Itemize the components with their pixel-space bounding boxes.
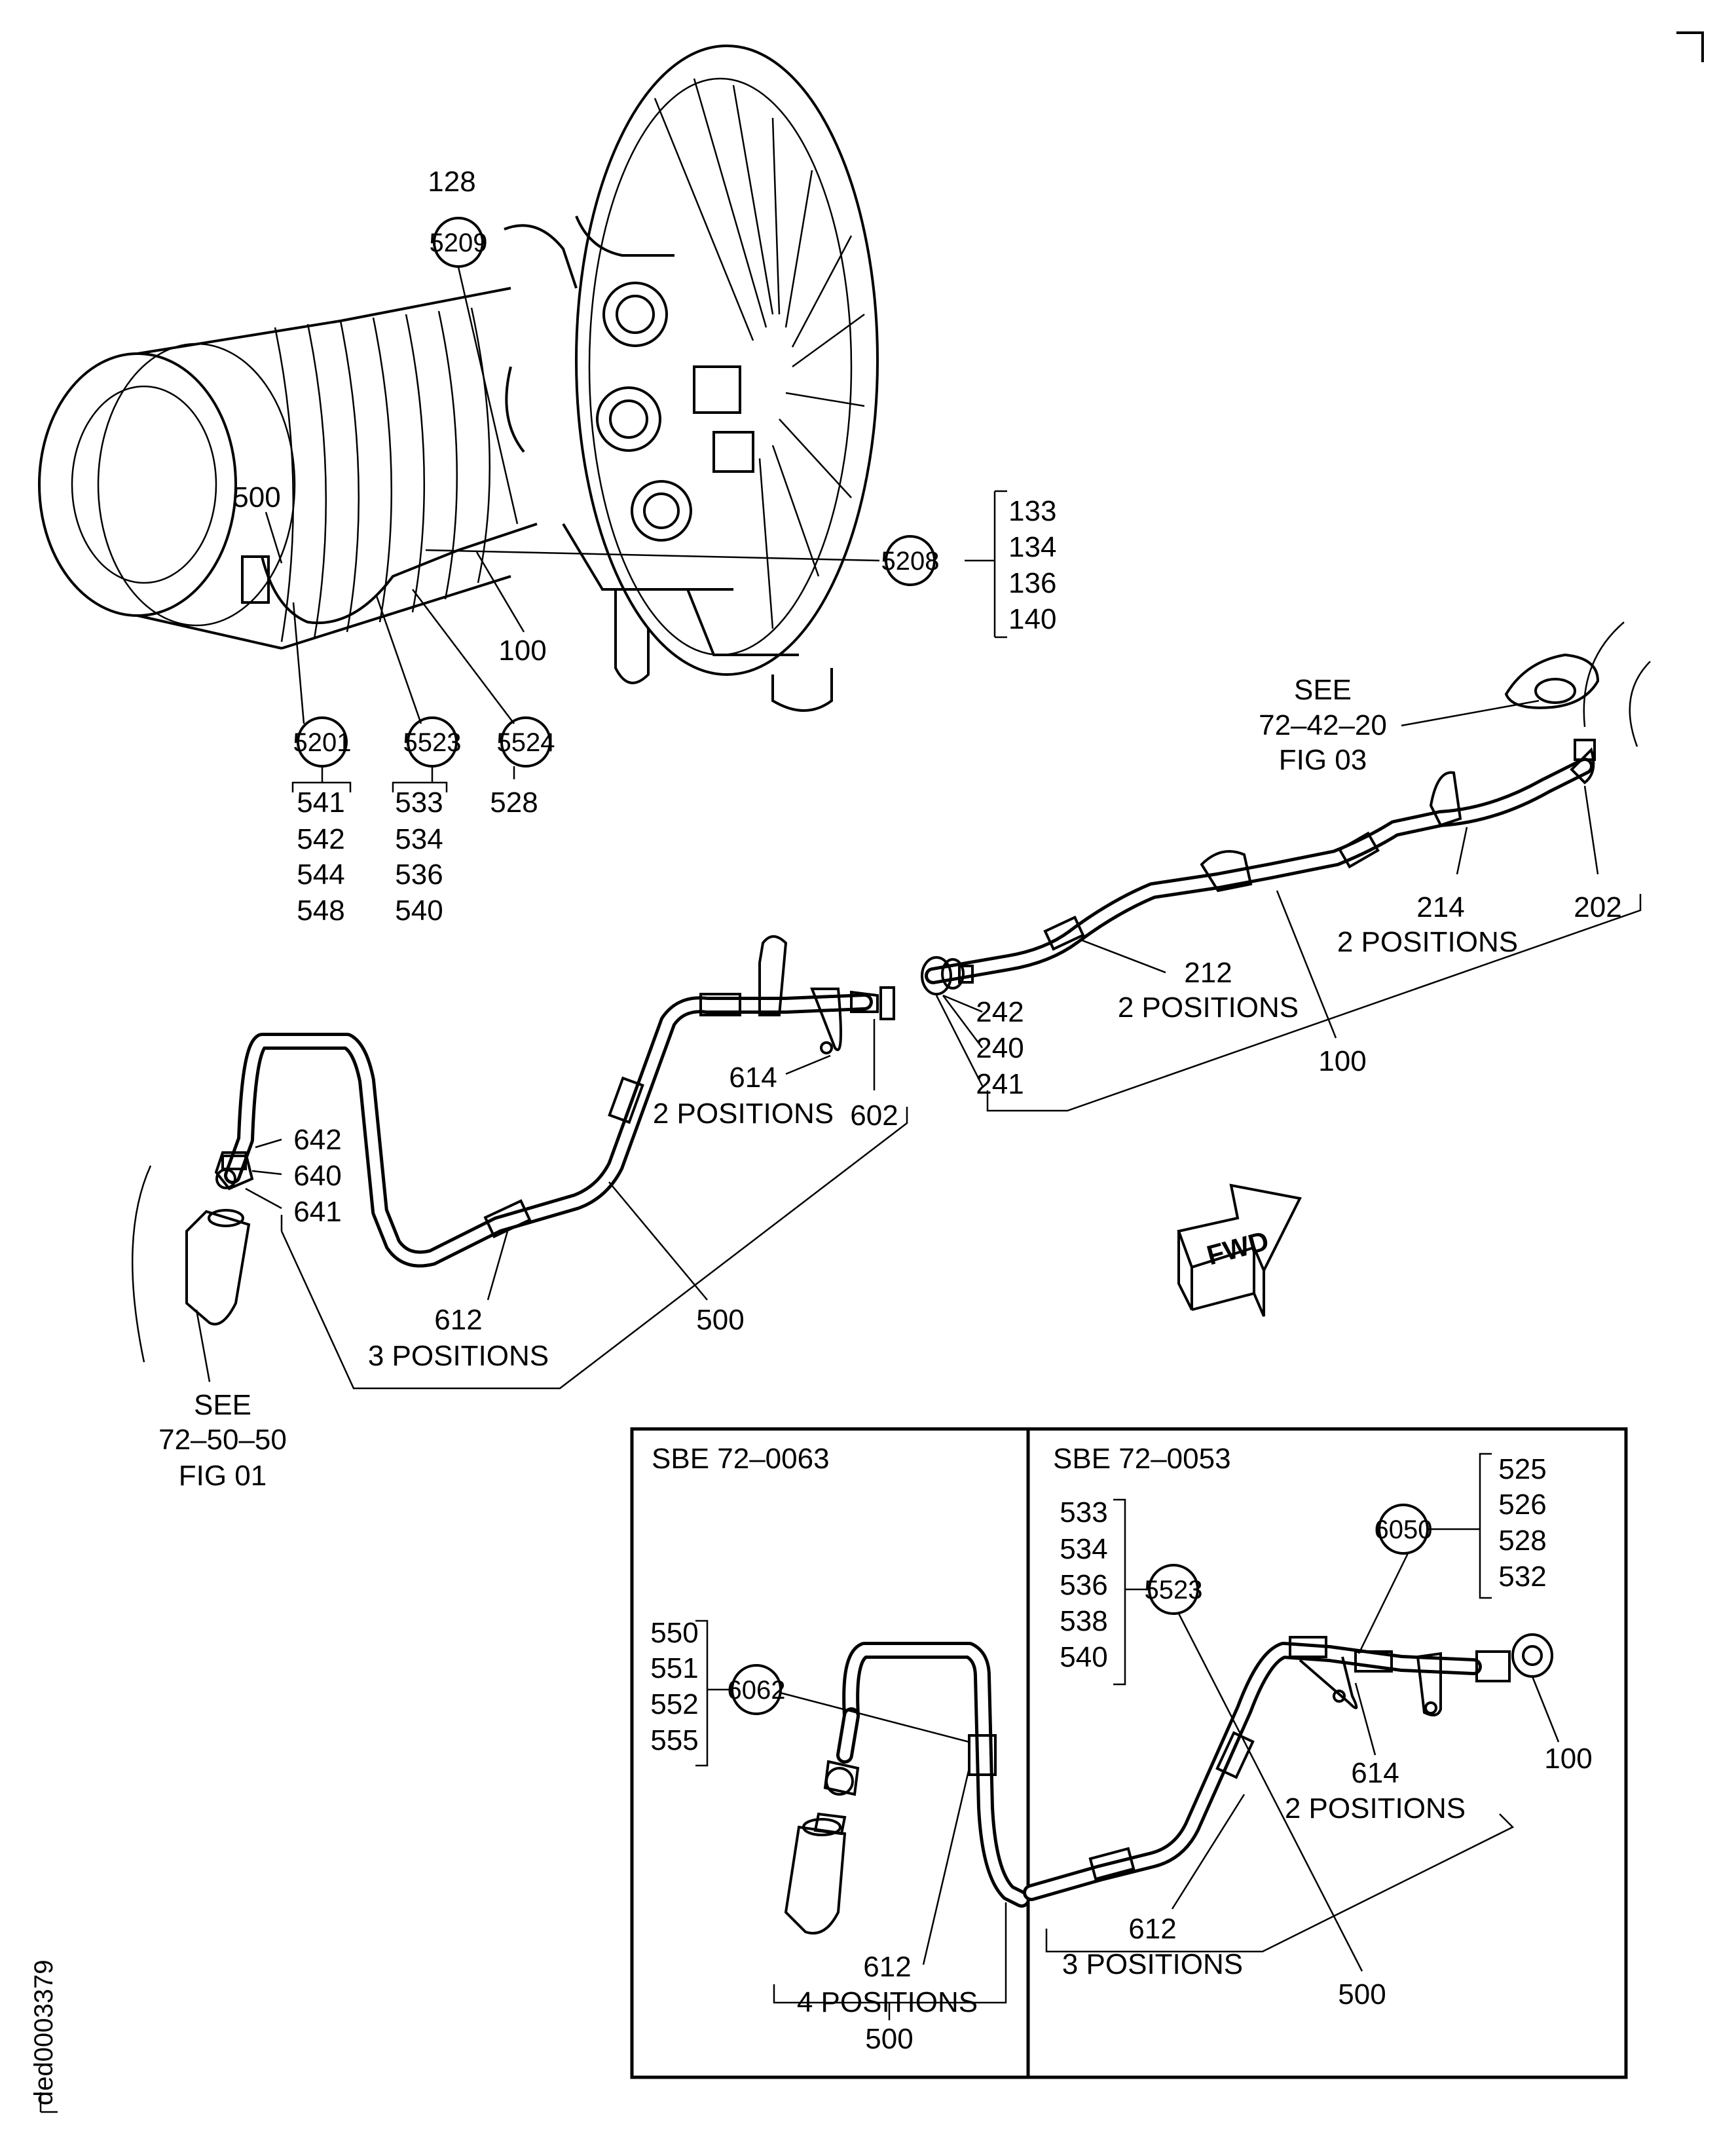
inset-right-callout-100: 100	[1544, 1743, 1592, 1775]
see-lower-line2: 72–50–50	[158, 1424, 287, 1456]
inset-left-drawing	[784, 1642, 1030, 1935]
inset-right-ref-538: 538	[1060, 1605, 1107, 1637]
inset-right-612-positions: 3 POSITIONS	[1062, 1948, 1243, 1980]
inset-left-ref-550: 550	[650, 1617, 698, 1649]
inset-left-leaders	[695, 1620, 1007, 2020]
engine-ref-136: 136	[1008, 567, 1056, 599]
inset-right-ref-533: 533	[1060, 1496, 1107, 1528]
inset-left-callout-612: 612	[863, 1951, 911, 1983]
tube-lower-612-positions: 3 POSITIONS	[368, 1340, 549, 1372]
engine-callout-500: 500	[232, 481, 280, 513]
engine-ref-548: 548	[297, 895, 344, 927]
inset-right-614-positions: 2 POSITIONS	[1285, 1792, 1466, 1824]
engine-callout-5208: 5208	[881, 547, 940, 576]
inset-left-callout-500: 500	[865, 2023, 913, 2055]
engine-callout-5201: 5201	[293, 728, 352, 757]
engine-ref-534: 534	[395, 823, 443, 855]
see-upper-line2: 72–42–20	[1259, 709, 1387, 741]
engine-ref-140: 140	[1008, 603, 1056, 635]
tube-upper-callout-214: 214	[1416, 891, 1464, 923]
inset-right-ref-528: 528	[1498, 1525, 1546, 1557]
engine-callout-100: 100	[498, 635, 546, 667]
engine-brackets	[291, 766, 515, 792]
inset-left-title: SBE 72–0063	[652, 1443, 830, 1475]
tube-upper-212-positions: 2 POSITIONS	[1118, 991, 1299, 1024]
corner-mark	[1676, 31, 1704, 62]
tube-upper-callout-240: 240	[976, 1032, 1024, 1064]
engine-ref-134: 134	[1008, 531, 1056, 563]
tube-upper-callout-242: 242	[976, 996, 1024, 1028]
inset-left-ref-555: 555	[650, 1724, 698, 1756]
inset-right-callout-614: 614	[1351, 1757, 1399, 1789]
inset-right-callout-6050: 6050	[1375, 1515, 1433, 1544]
tube-500	[214, 935, 895, 1268]
engine-leaders	[265, 267, 1007, 724]
tube-lower-callout-500: 500	[696, 1304, 744, 1336]
inset-right-ref-532: 532	[1498, 1561, 1546, 1593]
engine-ref-533: 533	[395, 787, 443, 819]
inset-left-ref-551: 551	[650, 1652, 698, 1684]
inset-right-ref-534: 534	[1060, 1533, 1107, 1565]
tube-lower-callout-612: 612	[434, 1304, 482, 1336]
tube-lower-callout-640: 640	[293, 1160, 341, 1192]
inset-right-ref-536: 536	[1060, 1569, 1107, 1601]
tube-upper-214-positions: 2 POSITIONS	[1337, 926, 1518, 958]
engine-ref-540: 540	[395, 895, 443, 927]
tube-upper-callout-202: 202	[1574, 891, 1621, 923]
engine-callout-5524: 5524	[497, 728, 555, 757]
engine-illustration	[38, 45, 879, 712]
see-upper-line3: FIG 03	[1279, 744, 1367, 776]
tube-lower-callout-641: 641	[293, 1196, 341, 1228]
tube-100	[921, 739, 1596, 995]
inset-right-callout-5523: 5523	[1145, 1576, 1203, 1604]
engine-ref-536: 536	[395, 859, 443, 891]
inset-right-title: SBE 72–0053	[1053, 1443, 1231, 1475]
engine-ref-544: 544	[297, 859, 344, 891]
tube-lower-callout-602: 602	[850, 1100, 898, 1132]
tube-upper-callout-100: 100	[1318, 1045, 1366, 1077]
engine-ref-542: 542	[297, 823, 344, 855]
inset-right-drawing	[1023, 1633, 1553, 1901]
inset-right-ref-526: 526	[1498, 1489, 1546, 1521]
drawing-id: ded0003379	[29, 1960, 58, 2105]
mount-pad-upper	[1401, 621, 1651, 747]
tube-upper-callout-241: 241	[976, 1068, 1024, 1100]
inset-right-leaders	[1045, 1453, 1560, 1972]
tube-lower-callout-614: 614	[729, 1062, 777, 1094]
inset-right-callout-500: 500	[1338, 1978, 1386, 2010]
inset-right-callout-612: 612	[1128, 1913, 1176, 1945]
engine-ref-528: 528	[490, 787, 538, 819]
inset-frame	[630, 1427, 1628, 2079]
engine-callout-5209: 5209	[430, 229, 488, 257]
inset-right-ref-525: 525	[1498, 1453, 1546, 1485]
inset-left-ref-552: 552	[650, 1688, 698, 1720]
see-upper-line1: SEE	[1294, 674, 1352, 706]
engine-ref-541: 541	[297, 787, 344, 819]
engine-callout-128: 128	[428, 166, 475, 198]
engine-ref-133: 133	[1008, 495, 1056, 527]
tube-lower-614-positions: 2 POSITIONS	[653, 1098, 834, 1130]
tube-500-leaders	[245, 1019, 908, 1390]
inset-left-612-positions: 4 POSITIONS	[797, 1986, 978, 2018]
tube-lower-callout-642: 642	[293, 1124, 341, 1156]
sensor-lower	[131, 1165, 251, 1382]
fwd-arrow: FWD	[1177, 1183, 1302, 1317]
tube-upper-callout-212: 212	[1184, 957, 1232, 989]
inset-right-ref-540: 540	[1060, 1641, 1107, 1673]
see-lower-line1: SEE	[194, 1389, 251, 1421]
tube-100-leaders	[935, 785, 1642, 1112]
inset-left-callout-6062: 6062	[728, 1676, 786, 1705]
see-lower-line3: FIG 01	[179, 1460, 267, 1492]
engine-callout-5523: 5523	[403, 728, 462, 757]
